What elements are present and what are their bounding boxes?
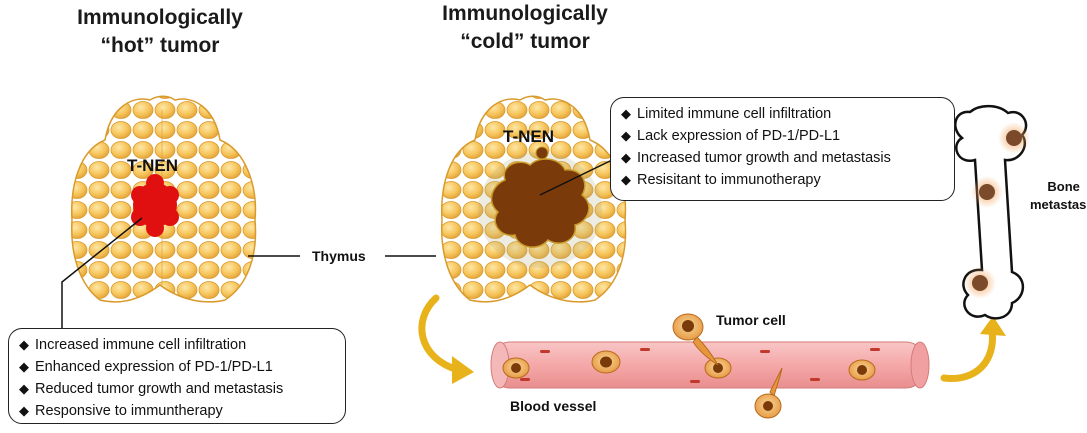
tumor-cell-label: Tumor cell <box>716 312 786 328</box>
bone-metastasis-label: Bone metastasis <box>1030 178 1087 214</box>
bone-label-line1: Bone <box>1047 179 1080 194</box>
cold-tumor-label: T-NEN <box>503 127 554 146</box>
hot-feature-item: ◆ Responsive to immuntherapy <box>19 400 335 422</box>
cold-title-line1: Immunologically <box>442 2 608 25</box>
cold-feature-text: Limited immune cell infiltration <box>637 106 832 122</box>
hot-callout-line <box>61 217 143 330</box>
hot-feature-text: Responsive to immuntherapy <box>35 403 223 419</box>
hot-feature-item: ◆ Increased immune cell infiltration <box>19 334 335 356</box>
diamond-bullet-icon: ◆ <box>621 128 631 143</box>
migrating-tumor-cell <box>754 367 783 419</box>
hot-features-box: ◆ Increased immune cell infiltration ◆ Enh… <box>8 328 346 424</box>
arrow-to-bone <box>940 316 1006 382</box>
hot-features-list: ◆ Increased immune cell infiltration ◆ Enh… <box>19 334 335 422</box>
cold-feature-item: ◆ Increased tumor growth and metastasis <box>621 147 944 169</box>
hot-tumor <box>131 174 179 237</box>
diamond-bullet-icon: ◆ <box>19 337 29 352</box>
cold-feature-item: ◆ Lack expression of PD-1/PD-L1 <box>621 125 944 147</box>
blood-vessel-label: Blood vessel <box>510 398 597 414</box>
cold-feature-text: Increased tumor growth and metastasis <box>637 150 891 166</box>
diamond-bullet-icon: ◆ <box>19 403 29 418</box>
migrating-tumor-cell <box>672 313 719 366</box>
hot-title-line2: “hot” tumor <box>100 34 220 57</box>
hot-feature-item: ◆ Reduced tumor growth and metastasis <box>19 378 335 400</box>
diamond-bullet-icon: ◆ <box>19 359 29 374</box>
diamond-bullet-icon: ◆ <box>621 172 631 187</box>
hot-feature-text: Enhanced expression of PD-1/PD-L1 <box>35 359 273 375</box>
cold-feature-item: ◆ Limited immune cell infiltration <box>621 103 944 125</box>
arrow-to-vessel <box>418 294 474 384</box>
diamond-bullet-icon: ◆ <box>621 150 631 165</box>
hot-feature-text: Reduced tumor growth and metastasis <box>35 381 284 397</box>
tumor-cell <box>848 359 876 381</box>
cold-callout-line <box>539 159 613 196</box>
diamond-bullet-icon: ◆ <box>19 381 29 396</box>
cold-feature-text: Resisitant to immunotherapy <box>637 172 821 188</box>
hot-tumor-label: T-NEN <box>127 156 178 175</box>
thymus-label: Thymus <box>312 248 366 264</box>
tumor-cell <box>502 357 530 379</box>
cold-features-list: ◆ Limited immune cell infiltration ◆ Lack … <box>621 103 944 191</box>
cold-title-line2: “cold” tumor <box>460 30 590 53</box>
cold-tumor-title: Immunologically “cold” tumor <box>405 0 645 56</box>
cold-feature-text: Lack expression of PD-1/PD-L1 <box>637 128 841 144</box>
hot-feature-item: ◆ Enhanced expression of PD-1/PD-L1 <box>19 356 335 378</box>
hot-feature-text: Increased immune cell infiltration <box>35 337 247 353</box>
cold-features-box: ◆ Limited immune cell infiltration ◆ Lack … <box>610 97 955 201</box>
diamond-bullet-icon: ◆ <box>621 106 631 121</box>
hot-title-line1: Immunologically <box>77 6 243 29</box>
tumor-cell <box>704 357 732 379</box>
vessel-tumor-cells <box>502 313 876 419</box>
cold-tumor <box>490 146 590 248</box>
tumor-cell <box>591 350 621 374</box>
bone <box>954 104 1030 320</box>
cold-feature-item: ◆ Resisitant to immunotherapy <box>621 169 944 191</box>
bone-label-line2: metastasis <box>1030 197 1087 212</box>
hot-tumor-title: Immunologically “hot” tumor <box>40 4 280 60</box>
